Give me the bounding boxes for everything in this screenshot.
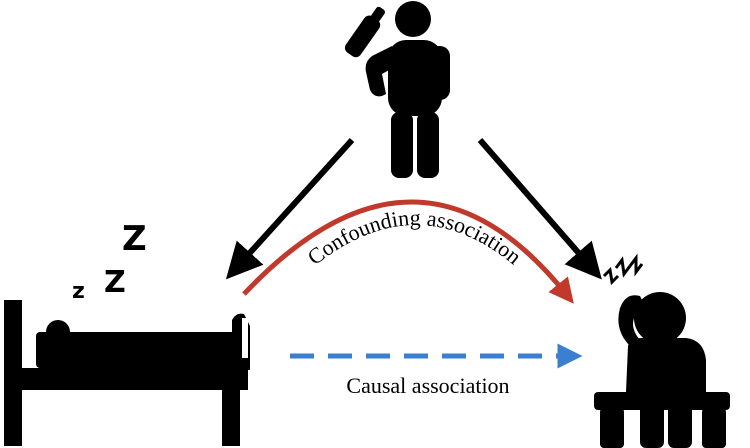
sleep-z-letters: z Z Z bbox=[72, 219, 147, 304]
lightning-bolt-icon bbox=[602, 266, 620, 286]
sleep-z-large: Z bbox=[122, 219, 147, 259]
sleep-z-medium: Z bbox=[104, 265, 126, 300]
confounder-to-sleep-arrow bbox=[225, 137, 355, 280]
person-drinking-bottle-icon bbox=[344, 1, 450, 178]
sleep-z-small: z bbox=[72, 279, 85, 304]
confounding-association-arrow bbox=[242, 199, 574, 304]
person-with-headache-icon bbox=[594, 253, 730, 448]
confounding-association-label: Confounding association bbox=[303, 205, 527, 270]
causal-association-label: Causal association bbox=[346, 373, 509, 398]
confounder-to-headache-arrow bbox=[477, 138, 602, 280]
person-sleeping-in-bed-icon bbox=[4, 300, 250, 446]
lightning-bolt-icon bbox=[614, 256, 632, 278]
lightning-bolt-icon bbox=[628, 253, 644, 277]
